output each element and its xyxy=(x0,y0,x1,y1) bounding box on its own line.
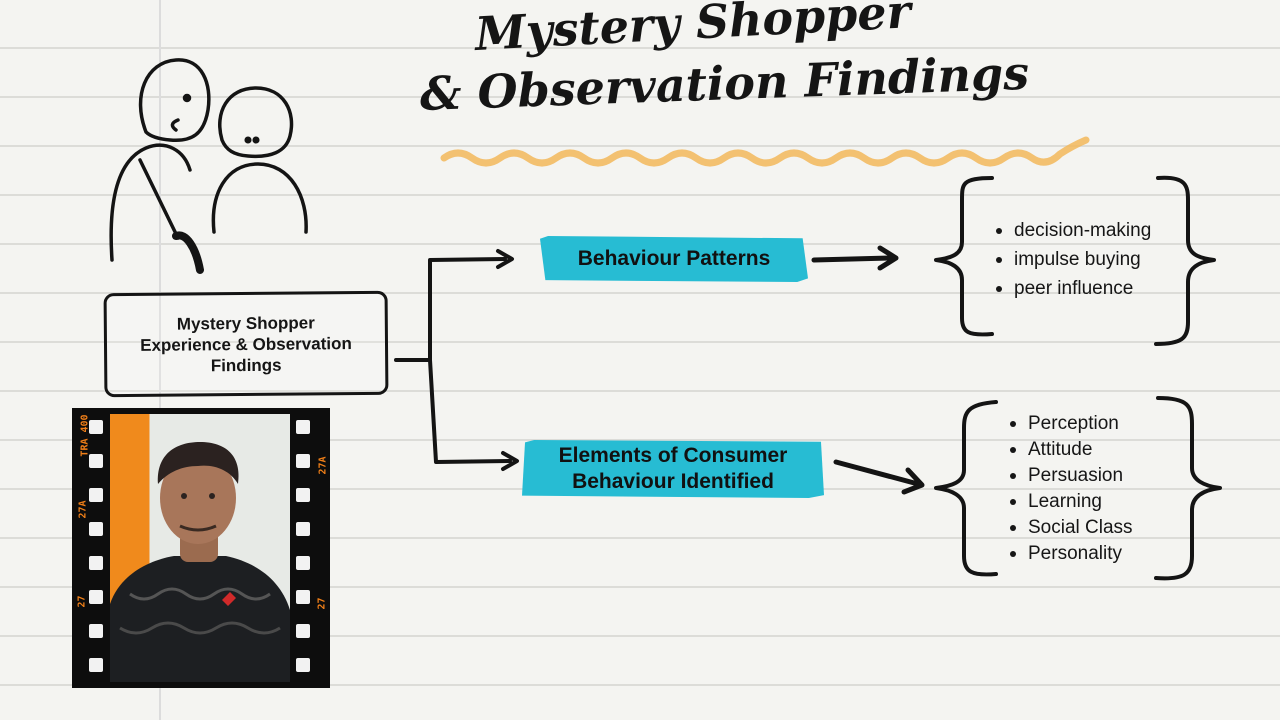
person-silhouette xyxy=(110,442,290,682)
film-sprocket-hole xyxy=(296,454,310,468)
film-sprocket-hole xyxy=(89,590,103,604)
branch-elements-of-consumer-behaviour: Elements of Consumer Behaviour Identifie… xyxy=(522,440,824,498)
two-people-doodle-icon xyxy=(109,58,308,274)
film-sprocket-hole xyxy=(89,658,103,672)
film-sprocket-hole xyxy=(89,454,103,468)
root-node-label: Mystery Shopper Experience & Observation… xyxy=(140,312,352,375)
brace-elements-of-consumer-behaviour xyxy=(934,396,1222,581)
behaviour-patterns-list: decision-making impulse buying peer infl… xyxy=(994,216,1151,303)
film-sprocket-hole xyxy=(89,522,103,536)
film-edge-label: 27A xyxy=(77,500,89,519)
film-edge-label: 27 xyxy=(316,597,328,610)
branch-arrows xyxy=(811,245,925,495)
list-item: Attitude xyxy=(1008,437,1133,463)
list-item: Perception xyxy=(1008,411,1133,437)
notebook-margin-line xyxy=(159,0,161,720)
list-item: Social Class xyxy=(1008,515,1133,541)
film-sprocket-hole xyxy=(296,658,310,672)
title-underline xyxy=(440,136,1090,167)
film-sprocket-hole xyxy=(296,420,310,434)
film-sprocket-hole xyxy=(296,488,310,502)
consumer-behaviour-elements-list: Perception Attitude Persuasion Learning … xyxy=(1008,411,1133,567)
presenter-photo xyxy=(110,414,290,682)
film-sprocket-hole xyxy=(296,590,310,604)
film-strip-frame: TRA 400 27A 27 27A 27 xyxy=(72,408,330,688)
brace-behaviour-patterns xyxy=(934,175,1216,346)
list-item: impulse buying xyxy=(994,245,1151,274)
film-sprocket-hole xyxy=(296,556,310,570)
film-sprocket-hole xyxy=(89,556,103,570)
film-sprocket-hole xyxy=(89,420,103,434)
list-item: Learning xyxy=(1008,489,1133,515)
root-connector xyxy=(394,249,519,471)
film-sprocket-hole xyxy=(296,624,310,638)
film-sprocket-hole xyxy=(89,488,103,502)
branch-behaviour-patterns: Behaviour Patterns xyxy=(540,236,808,282)
root-node-box: Mystery Shopper Experience & Observation… xyxy=(103,290,389,398)
film-edge-label: 27A xyxy=(317,456,329,475)
list-item: peer influence xyxy=(994,274,1151,303)
list-item: Personality xyxy=(1008,541,1133,567)
film-edge-label: 27 xyxy=(76,595,88,608)
film-sprocket-hole xyxy=(89,624,103,638)
list-item: decision-making xyxy=(994,216,1151,245)
list-item: Persuasion xyxy=(1008,463,1133,489)
film-sprocket-hole xyxy=(296,522,310,536)
